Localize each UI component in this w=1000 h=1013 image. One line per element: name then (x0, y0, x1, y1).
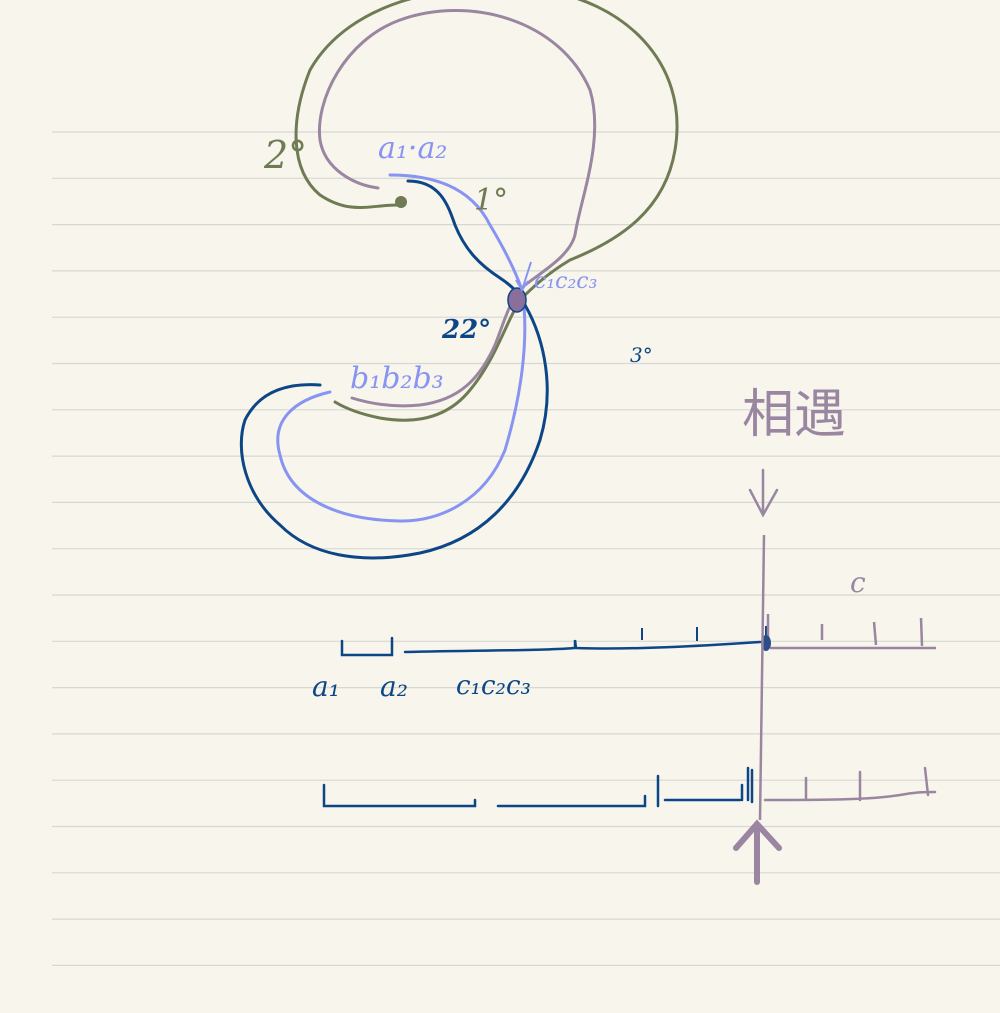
label-c1c2c3-bottom: c₁c₂c₃ (456, 671, 531, 701)
timeline-bottom-line (496, 766, 754, 808)
olive-outer-loop (294, 0, 679, 422)
label-c1c2c3-top: c₁c₂c₃ (534, 269, 597, 294)
label-chinese-meet: 相遇 (742, 385, 846, 445)
label-a1-bottom: a₁ (312, 670, 340, 703)
timeline-bottom-right (763, 766, 937, 802)
periwinkle-lower-loop (276, 288, 527, 523)
timeline-bottom-segment-a (322, 783, 477, 808)
label-3-degree: 3° (630, 343, 653, 367)
timeline-top-right (766, 614, 936, 650)
periwinkle-upper-strand (388, 173, 524, 292)
down-arrow (748, 468, 779, 518)
timeline-top-line (403, 639, 762, 654)
label-a1a2-top: a₁·a₂ (378, 131, 447, 166)
up-arrow (733, 819, 782, 885)
mauve-inner-loop (317, 9, 597, 408)
label-c: c (850, 566, 866, 599)
label-1-degree: 1° (474, 183, 508, 218)
ruled-lines (52, 131, 1000, 967)
navy-lower-loop (239, 303, 549, 560)
meeting-axis (758, 534, 766, 821)
olive-start-dot (395, 196, 407, 208)
meeting-arrow (515, 261, 532, 292)
label-2-degree: 2° (263, 133, 307, 177)
label-b1b2b3: b₁b₂b₃ (350, 361, 444, 396)
label-22-degree: 22° (441, 315, 491, 345)
meeting-knot (507, 287, 527, 313)
timeline-top-segment-a (340, 636, 394, 657)
label-a2-bottom: a₂ (380, 670, 408, 703)
